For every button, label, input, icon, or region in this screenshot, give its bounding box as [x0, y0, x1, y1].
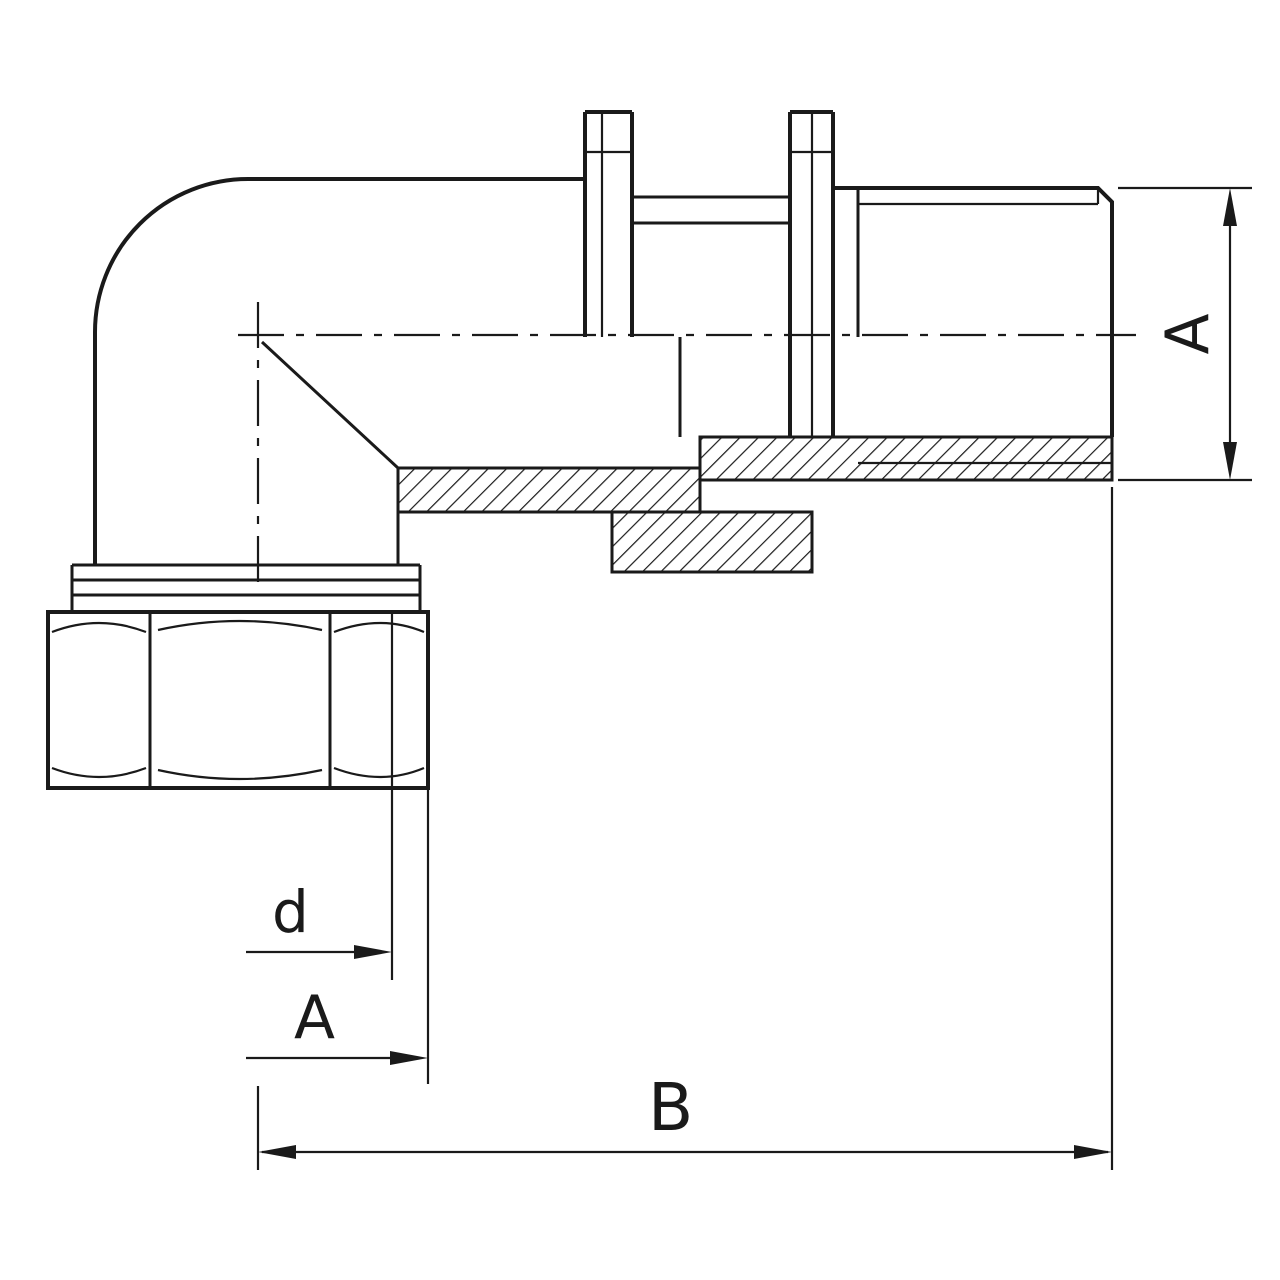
male-end-outline	[833, 186, 1114, 437]
dim-a-bottom-label: A	[294, 983, 335, 1053]
dimension-b: B	[256, 487, 1114, 1170]
union-nut-right-rim-detail	[790, 112, 833, 437]
male-thread-root-line	[858, 188, 1100, 206]
dim-d-arrow	[354, 945, 392, 959]
union-nut-waist-lines	[632, 195, 790, 225]
union-nut-left-rim	[583, 110, 634, 337]
union-nut-lower-section	[610, 510, 814, 574]
tailpiece-lower-wall-section	[698, 435, 1114, 482]
elbow-section-diagonal	[260, 340, 400, 470]
dim-d-label: d	[272, 878, 309, 946]
hex-nut-top-chamfer-arcs	[51, 619, 425, 634]
dim-a-right-label: A	[1153, 313, 1223, 354]
thread-lines	[70, 563, 422, 612]
dimension-a-right: A	[1118, 186, 1252, 482]
section-hatching	[396, 435, 1114, 574]
elbow-body	[93, 177, 585, 565]
hex-nut	[46, 610, 430, 790]
dim-b-arrow-left	[258, 1145, 296, 1159]
dimension-a-bottom: A	[246, 788, 430, 1084]
hex-nut-outline	[46, 610, 430, 790]
union-nut-left-rim-detail	[585, 112, 632, 337]
dim-a-right-extension-lines	[1118, 186, 1252, 482]
union-nut	[583, 110, 835, 437]
elbow-outlet-flange-section	[396, 466, 702, 514]
dim-a-right-arrow-up	[1223, 188, 1237, 226]
dim-a-bottom-arrow	[390, 1051, 428, 1065]
dim-b-label: B	[648, 1069, 693, 1146]
centerlines	[238, 302, 1136, 588]
dim-a-right-arrow-down	[1223, 442, 1237, 480]
elbow-outer-arc	[93, 177, 585, 333]
lower-thread-zone	[70, 563, 422, 612]
male-thread-end	[678, 186, 1114, 437]
dim-b-arrow-right	[1074, 1145, 1112, 1159]
hex-nut-facet-lines	[148, 612, 332, 788]
hex-nut-bottom-chamfer-arcs	[51, 766, 425, 781]
dimension-d: d	[246, 612, 394, 980]
